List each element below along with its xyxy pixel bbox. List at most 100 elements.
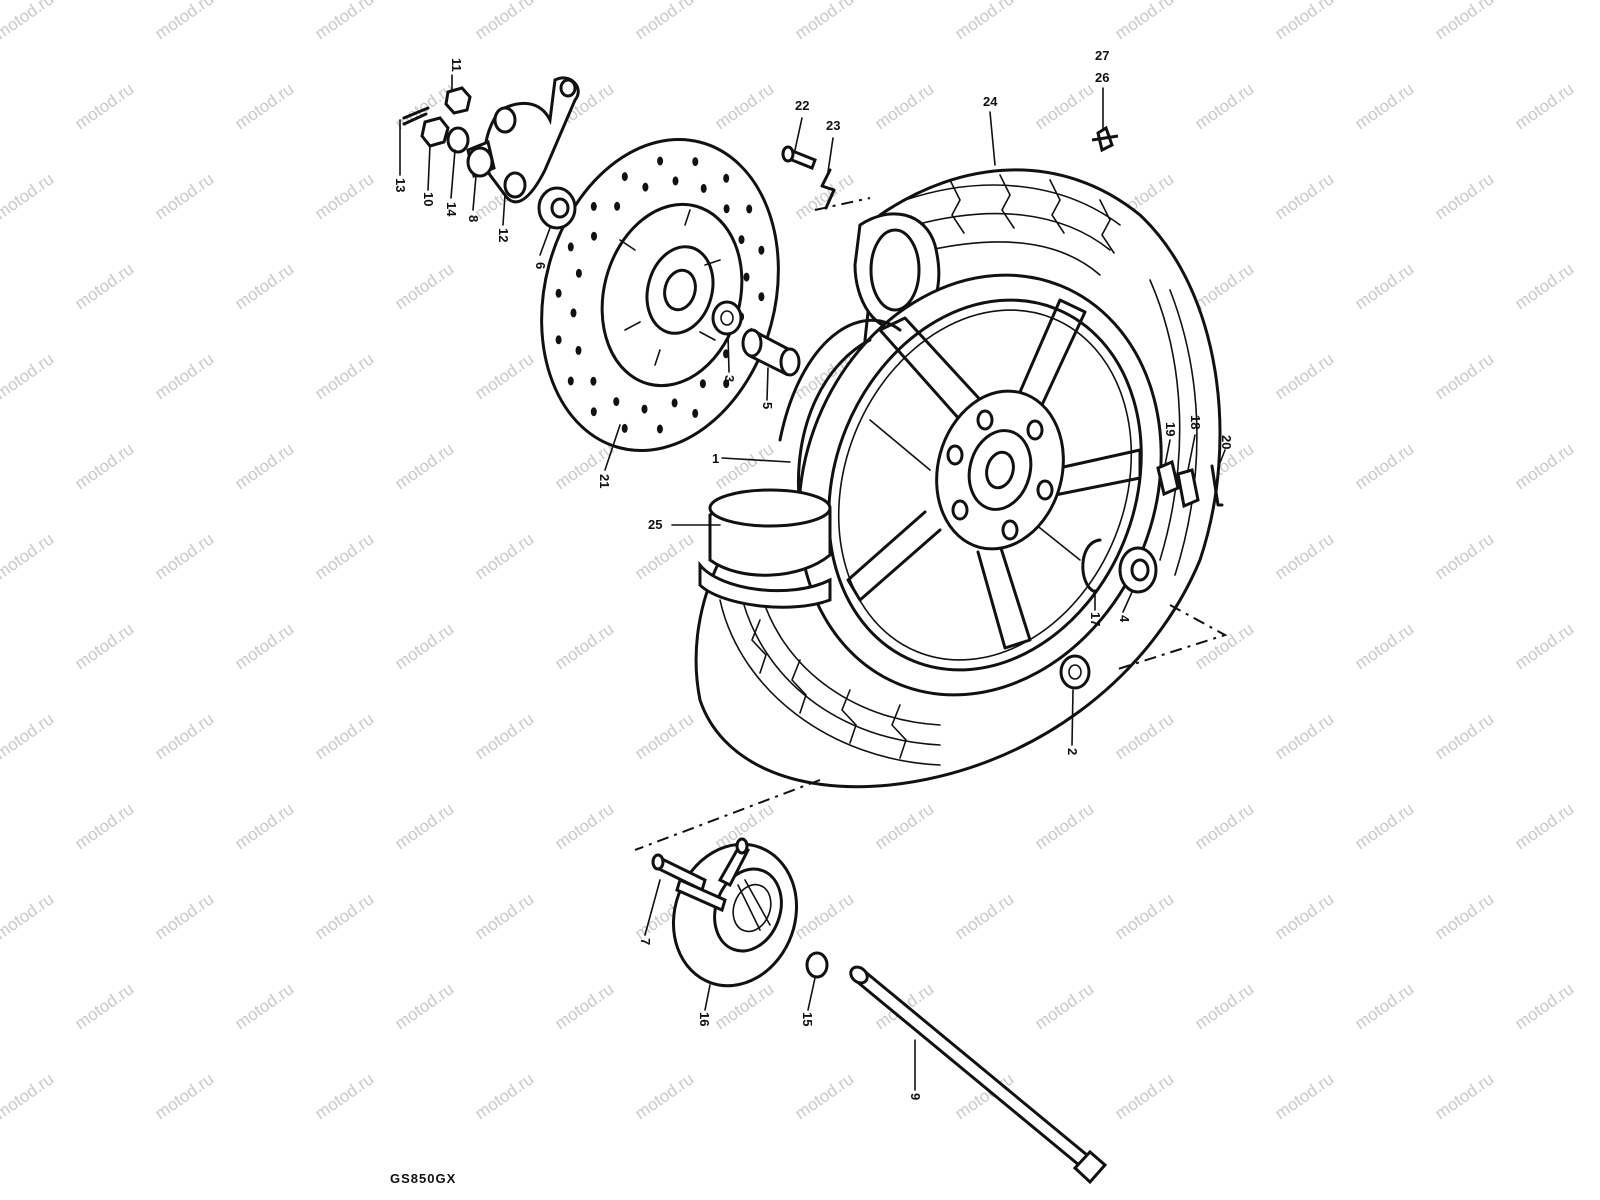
callout-3: 3: [722, 375, 737, 382]
disc-hole: [692, 408, 699, 418]
disc-hole: [590, 407, 597, 417]
disc-hole: [671, 398, 678, 408]
washer-14: [446, 126, 470, 154]
watermark-text: motod.ru: [391, 619, 457, 673]
watermark-text: motod.ru: [1431, 709, 1497, 763]
disc-hole: [621, 172, 628, 182]
disc-hole: [613, 397, 620, 407]
watermark-text: motod.ru: [0, 349, 57, 403]
tire-tread: [719, 174, 1198, 766]
watermark-text: motod.ru: [151, 1069, 217, 1123]
watermark-text: motod.ru: [871, 799, 937, 853]
watermark-text: motod.ru: [1031, 979, 1097, 1033]
disc-hole: [567, 242, 574, 252]
disc-hole: [723, 379, 730, 389]
watermark-text: motod.ru: [151, 169, 217, 223]
watermark-text: motod.ru: [71, 979, 137, 1033]
watermark-text: motod.ru: [631, 529, 697, 583]
watermark-text: motod.ru: [391, 259, 457, 313]
watermark-text: motod.ru: [311, 709, 377, 763]
watermark-text: motod.ru: [311, 529, 377, 583]
watermark-text: motod.ru: [1191, 979, 1257, 1033]
watermark-text: motod.ru: [1511, 439, 1577, 493]
watermark-text: motod.ru: [231, 799, 297, 853]
disc-hole: [672, 176, 679, 186]
chain-adjuster-18: [1176, 468, 1200, 509]
watermark-text: motod.ru: [0, 169, 57, 223]
callout-24: 24: [983, 94, 998, 109]
disc-hole: [738, 235, 745, 245]
chain-adjuster-19: [1156, 459, 1180, 497]
watermark-text: motod.ru: [0, 529, 57, 583]
callout-22: 22: [795, 98, 809, 113]
watermark-text: motod.ru: [471, 889, 537, 943]
disc-hole: [656, 424, 663, 434]
disc-hole: [642, 182, 649, 192]
watermark-text: motod.ru: [231, 259, 297, 313]
watermark-text: motod.ru: [791, 0, 857, 43]
watermark-text: motod.ru: [71, 259, 137, 313]
callout-17: 17: [1088, 612, 1103, 626]
watermark-text: motod.ru: [1431, 0, 1497, 43]
disc-collar-3: [711, 300, 743, 336]
studs-7: [651, 837, 750, 913]
watermark-text: motod.ru: [631, 0, 697, 43]
watermark-text: motod.ru: [1351, 259, 1417, 313]
disc-vanes: [619, 209, 721, 366]
callout-19: 19: [1163, 422, 1178, 436]
disc-hole: [723, 349, 729, 359]
nut-11: [444, 86, 472, 115]
model-label: GS850GX: [390, 1171, 456, 1186]
watermark-text: motod.ru: [791, 889, 857, 943]
watermark-text: motod.ru: [231, 439, 297, 493]
watermark-text: motod.ru: [471, 529, 537, 583]
watermark-text: motod.ru: [1271, 0, 1337, 43]
watermark-text: motod.ru: [791, 1069, 857, 1123]
watermark-text: motod.ru: [1191, 619, 1257, 673]
torque-link-12: [483, 76, 580, 204]
watermark-text: motod.ru: [391, 799, 457, 853]
cotter-pin-13: [402, 106, 430, 126]
watermark-text: motod.ru: [791, 169, 857, 223]
callout-9: 9: [908, 1093, 923, 1100]
disc-hole: [700, 183, 707, 193]
bearing-4-right: [1118, 546, 1158, 594]
disc-hole: [570, 308, 577, 318]
disc-hole: [591, 231, 597, 241]
washer-15: [805, 951, 829, 979]
wheel-spokes: [846, 298, 1142, 650]
disc-hole: [614, 201, 621, 211]
callout-27: 27: [1095, 48, 1109, 63]
disc-hole: [758, 245, 765, 255]
callout-4: 4: [1117, 615, 1132, 623]
watermark-text: motod.ru: [1431, 529, 1497, 583]
watermark-text: motod.ru: [1511, 259, 1577, 313]
disc-hole: [746, 204, 753, 214]
disc-hole: [575, 345, 582, 355]
watermark-text: motod.ru: [1271, 169, 1337, 223]
watermark-text: motod.ru: [1111, 0, 1177, 43]
watermark-text: motod.ru: [71, 799, 137, 853]
watermark-text: motod.ru: [0, 0, 57, 43]
callout-25: 25: [648, 517, 662, 532]
watermark-text: motod.ru: [1511, 79, 1577, 133]
watermark-text: motod.ru: [231, 979, 297, 1033]
watermark-text: motod.ru: [951, 0, 1017, 43]
callout-6: 6: [533, 262, 548, 269]
spacer-4-lower: [1059, 654, 1091, 690]
disc-hole: [590, 376, 597, 386]
watermark-text: motod.ru: [471, 349, 537, 403]
disc-hole: [621, 423, 628, 433]
callout-8: 8: [466, 215, 481, 222]
watermark-text: motod.ru: [1351, 979, 1417, 1033]
rim-band-25: [698, 488, 832, 609]
watermark-text: motod.ru: [1031, 79, 1097, 133]
watermark-text: motod.ru: [631, 709, 697, 763]
disc-hole: [555, 288, 562, 298]
watermark-text: motod.ru: [871, 79, 937, 133]
bolt-20: [1210, 464, 1224, 507]
watermark-text: motod.ru: [1271, 1069, 1337, 1123]
watermark-text: motod.ru: [1031, 799, 1097, 853]
watermark-text: motod.ru: [1511, 799, 1577, 853]
